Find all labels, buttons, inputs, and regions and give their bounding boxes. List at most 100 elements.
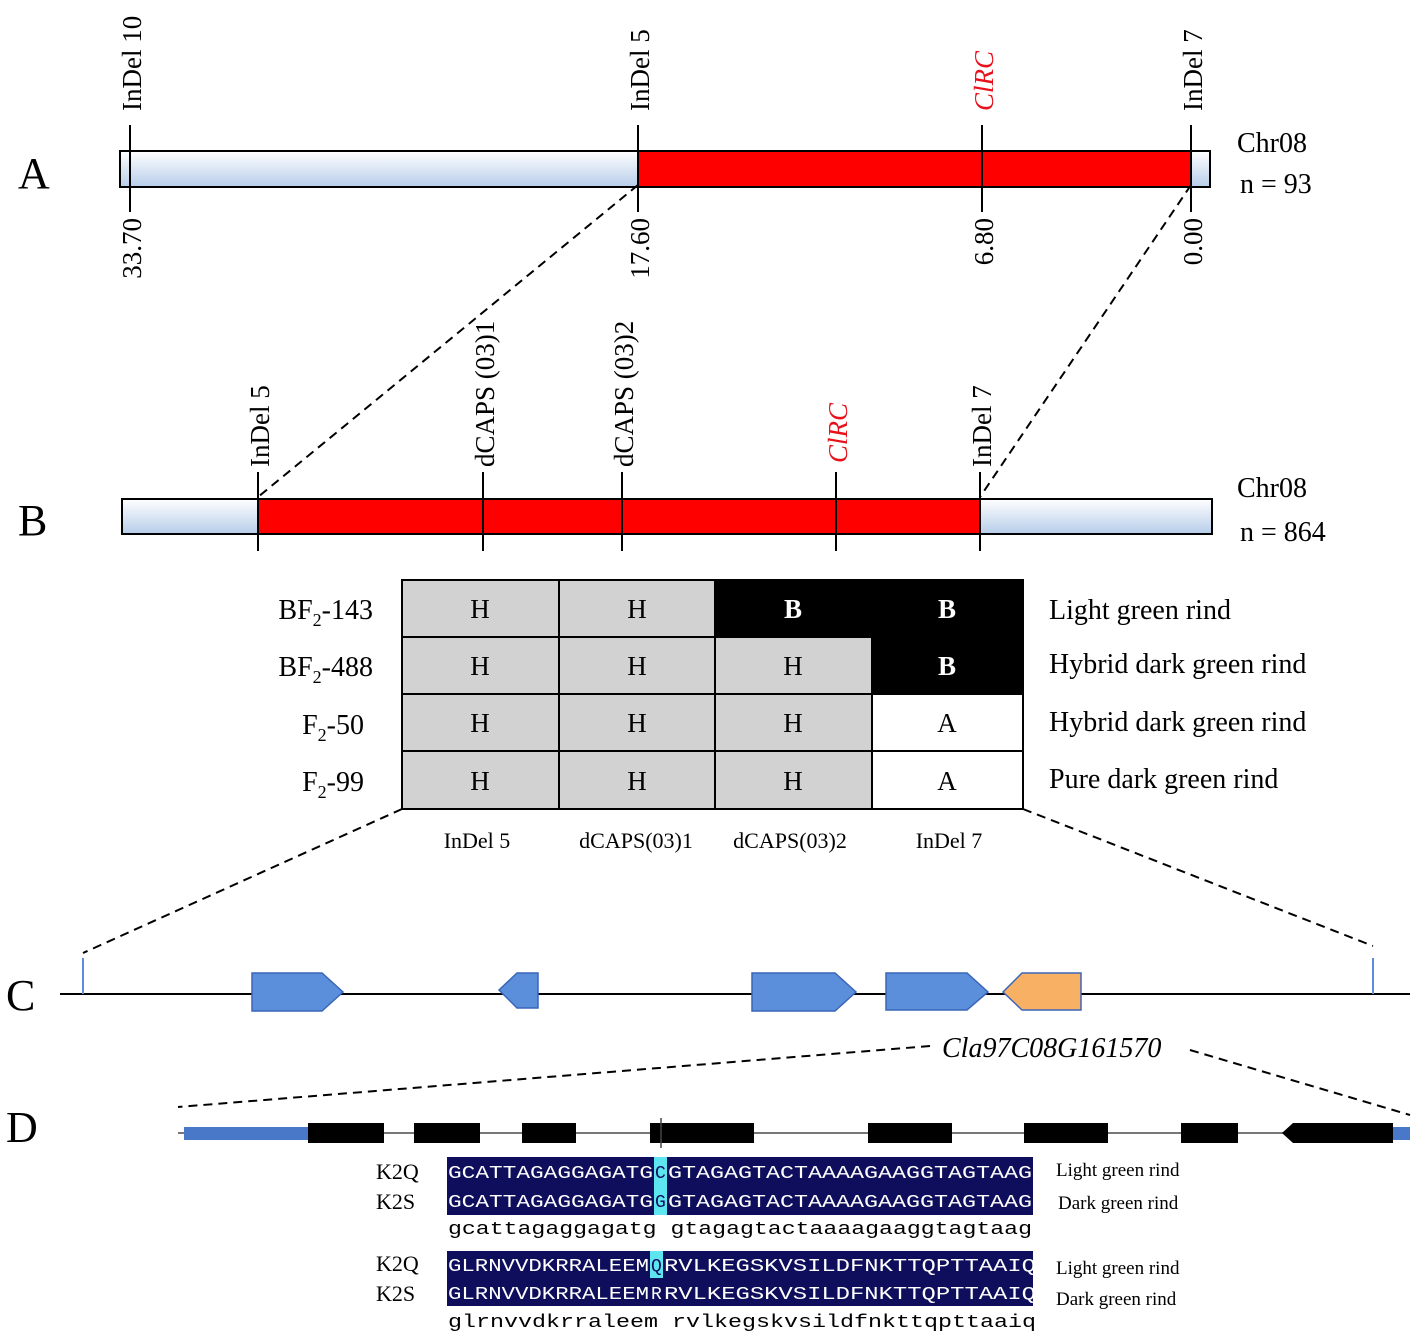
dna-snp-k2s: G bbox=[655, 1193, 666, 1213]
chromosome-name-b: Chr08 bbox=[1237, 473, 1307, 504]
column-label: InDel 5 bbox=[444, 828, 511, 853]
column-label: InDel 7 bbox=[916, 828, 983, 853]
population-size-b: n = 864 bbox=[1240, 517, 1326, 548]
protein-seq-k2q-right: RVLKEGSKVSILDFNKTTQPTTAAIQ bbox=[664, 1257, 1036, 1277]
marker-position-a-4: 0.00 bbox=[1178, 218, 1208, 265]
row-label-f2-99: F2-99 bbox=[302, 767, 364, 802]
chromosome-name-a: Chr08 bbox=[1237, 128, 1307, 159]
marker-position-a-3: 6.80 bbox=[969, 218, 999, 265]
marker-position-a-1: 33.70 bbox=[117, 218, 147, 279]
protein-seq-k2s-right: RVLKEGSKVSILDFNKTTQPTTAAIQ bbox=[664, 1285, 1036, 1305]
genotype-cell: B bbox=[938, 651, 956, 681]
zoom-line-a-b-left bbox=[257, 184, 639, 498]
marker-position-a-2: 17.60 bbox=[625, 218, 655, 279]
dna-seq-k2q-left: GCATTAGAGGAGATG bbox=[448, 1164, 653, 1184]
exon-1 bbox=[308, 1123, 384, 1143]
protein-label-k2q: K2Q bbox=[376, 1251, 419, 1276]
marker-label-b-4: ClRC bbox=[823, 402, 853, 463]
panel-d-label: D bbox=[6, 1103, 38, 1152]
protein-snp-k2s: R bbox=[651, 1285, 662, 1305]
genotype-cell: H bbox=[627, 708, 647, 738]
mapped-interval-b bbox=[258, 500, 980, 533]
protein-label-k2s: K2S bbox=[376, 1281, 415, 1306]
genotype-cell: H bbox=[470, 594, 490, 624]
panel-b-label: B bbox=[18, 496, 47, 545]
protein-seq-k2s-left: GLRNVVDKRRALEEM bbox=[448, 1285, 649, 1305]
phenotype-label: Hybrid dark green rind bbox=[1049, 649, 1306, 680]
gene-arrow-2 bbox=[497, 972, 539, 1009]
exon-8 bbox=[1282, 1123, 1393, 1143]
genotype-cell: H bbox=[470, 708, 490, 738]
zoom-line-a-b-right bbox=[979, 184, 1192, 498]
exon-3 bbox=[522, 1123, 576, 1143]
zoom-line-b-c-right bbox=[1022, 808, 1374, 947]
dna-label-k2s: K2S bbox=[376, 1189, 415, 1214]
zoom-line-c-d-right bbox=[1189, 1049, 1411, 1116]
panel-c-label: C bbox=[6, 971, 35, 1020]
zoom-line-c-d-left bbox=[177, 1045, 931, 1108]
dna-label-k2q: K2Q bbox=[376, 1159, 419, 1184]
genotype-cell: H bbox=[470, 766, 490, 796]
column-label: dCAPS(03)1 bbox=[579, 828, 693, 853]
panel-d: D GCATTAGAGGAGATG C GTAGAGTACTAAAAGAAGGT… bbox=[6, 1103, 1410, 1333]
marker-label-a-4: InDel 7 bbox=[1178, 29, 1208, 111]
phenotype-label: Hybrid dark green rind bbox=[1049, 707, 1306, 738]
protein-phenotype-k2q: Light green rind bbox=[1056, 1258, 1180, 1279]
zoom-line-b-c-left bbox=[82, 808, 403, 954]
marker-label-b-1: InDel 5 bbox=[245, 385, 275, 467]
marker-label-b-2: dCAPS (03)1 bbox=[470, 321, 500, 467]
marker-label-a-3: ClRC bbox=[969, 50, 999, 111]
genotype-cell: A bbox=[937, 766, 957, 796]
row-label-bf2-488: BF2-488 bbox=[278, 652, 373, 687]
dna-snp-k2q: C bbox=[655, 1164, 666, 1184]
gene-arrow-1 bbox=[251, 972, 345, 1012]
exon-5 bbox=[868, 1123, 952, 1143]
population-size-a: n = 93 bbox=[1240, 169, 1312, 200]
genotype-table: H H B B H H H B H H H A H H H A BF2-143 … bbox=[278, 579, 1306, 853]
exon-6 bbox=[1024, 1123, 1108, 1143]
dna-alignment: GCATTAGAGGAGATG C GTAGAGTACTAAAAGAAGGTAG… bbox=[376, 1157, 1180, 1240]
panel-b: B InDel 5 dCAPS (03)1 dCAPS (03)2 ClRC I… bbox=[18, 321, 1326, 853]
genotype-cell: H bbox=[783, 651, 803, 681]
panel-a-label: A bbox=[18, 149, 50, 198]
protein-snp-k2q: Q bbox=[651, 1257, 662, 1277]
genotype-cell: H bbox=[783, 708, 803, 738]
row-label-f2-50: F2-50 bbox=[302, 710, 364, 745]
dna-seq-k2s-right: GTAGAGTACTAAAAGAAGGTAGTAAG bbox=[668, 1193, 1032, 1213]
marker-label-a-1: InDel 10 bbox=[117, 16, 147, 111]
dna-seq-k2q-right: GTAGAGTACTAAAAGAAGGTAGTAAG bbox=[668, 1164, 1032, 1184]
protein-seq-k2q-left: GLRNVVDKRRALEEM bbox=[448, 1257, 649, 1277]
genotype-cell: B bbox=[784, 594, 802, 624]
dna-consensus: gcattagaggagatg gtagagtactaaaagaaggtagta… bbox=[448, 1220, 1032, 1240]
protein-alignment: GLRNVVDKRRALEEM Q RVLKEGSKVSILDFNKTTQPTT… bbox=[376, 1251, 1180, 1333]
exon-2 bbox=[414, 1123, 480, 1143]
dna-phenotype-k2q: Light green rind bbox=[1056, 1160, 1180, 1181]
dna-phenotype-k2s: Dark green rind bbox=[1058, 1193, 1179, 1214]
dna-seq-k2s-left: GCATTAGAGGAGATG bbox=[448, 1193, 653, 1213]
candidate-gene-arrow bbox=[1001, 972, 1082, 1011]
genotype-cell: H bbox=[627, 651, 647, 681]
exon-7 bbox=[1181, 1123, 1238, 1143]
mapped-interval-a bbox=[638, 152, 1191, 186]
candidate-gene-label: Cla97C08G161570 bbox=[942, 1033, 1161, 1064]
utr-3prime bbox=[1393, 1127, 1410, 1140]
genotype-cell: H bbox=[783, 766, 803, 796]
phenotype-label: Pure dark green rind bbox=[1049, 764, 1278, 795]
utr-5prime bbox=[184, 1127, 308, 1140]
panel-a: A InDel 10 InDel 5 ClRC InDel 7 33.70 17… bbox=[18, 16, 1312, 279]
genotype-cell: A bbox=[937, 708, 957, 738]
genotype-cell: H bbox=[627, 766, 647, 796]
protein-consensus: glrnvvdkrraleem rvlkegskvsildfnkttqpttaa… bbox=[448, 1313, 1036, 1333]
genotype-cell: H bbox=[627, 594, 647, 624]
genotype-cell: B bbox=[938, 594, 956, 624]
protein-phenotype-k2s: Dark green rind bbox=[1056, 1289, 1177, 1310]
marker-label-b-5: InDel 7 bbox=[967, 385, 997, 467]
marker-label-a-2: InDel 5 bbox=[625, 29, 655, 111]
marker-label-b-3: dCAPS (03)2 bbox=[609, 321, 639, 467]
gene-arrow-3 bbox=[751, 972, 858, 1012]
exon-4 bbox=[650, 1123, 754, 1143]
gene-arrow-4 bbox=[885, 972, 990, 1011]
panel-c: C Cla97C08G161570 bbox=[6, 958, 1410, 1064]
phenotype-label: Light green rind bbox=[1049, 595, 1231, 626]
